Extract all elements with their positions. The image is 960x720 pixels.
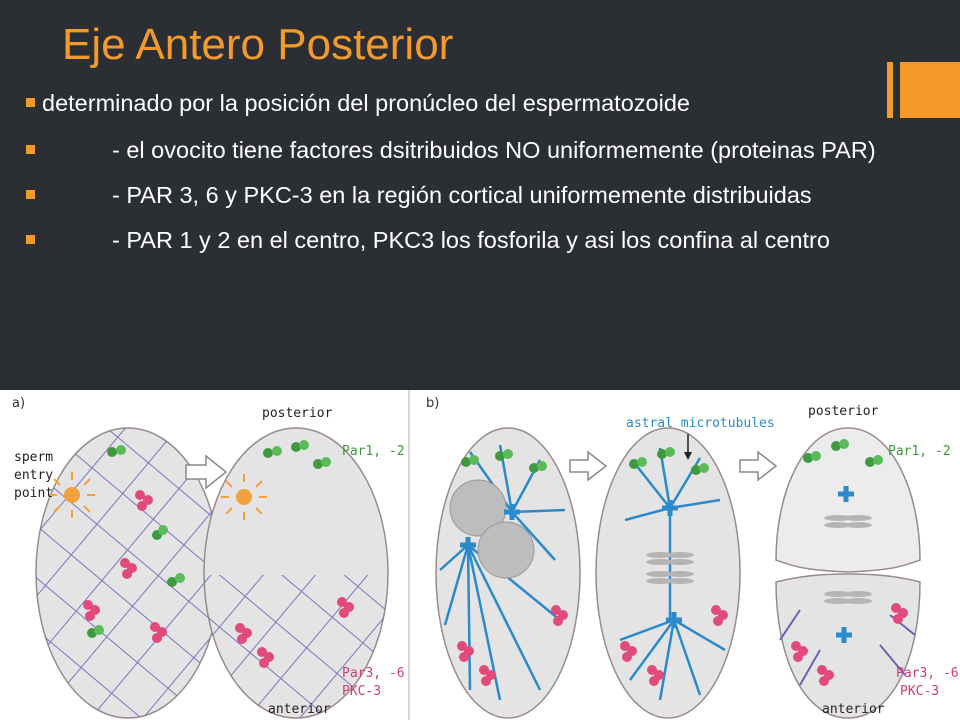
bullet-text: - el ovocito tiene factores dsitribuidos… [112,137,876,163]
posterior-label: posterior [808,404,879,419]
bullet-item: - PAR 3, 6 y PKC-3 en la región cortical… [22,180,952,211]
anterior-label: anterior [268,702,331,717]
bullet-item: - el ovocito tiene factores dsitribuidos… [22,135,952,166]
right-arrow-icon [569,450,608,482]
sperm-label-line: point [14,486,54,501]
right-arrow-icon [185,454,228,490]
par-protein-dots [457,449,568,686]
astral-microtubules-label: astral microtubules [626,416,775,431]
par3-label: Par3, -6 [342,666,405,681]
sperm-label-line: entry [14,468,54,483]
dividing-embryo-cell [775,573,921,719]
par-protein-dots [791,439,908,686]
par1-label: Par1, -2 [342,444,405,459]
pkc3-label: PKC-3 [900,684,940,699]
sperm-label-line: sperm [14,450,54,465]
bullet-square-icon [26,145,35,154]
embryo-illustration [35,427,921,719]
embryo-figure: a) sperm entry point posterior Par1, -2 … [0,390,960,720]
par1-label: Par1, -2 [888,444,951,459]
bullet-text: - PAR 1 y 2 en el centro, PKC3 los fosfo… [112,227,830,253]
sperm-pronucleus-icon [49,472,95,518]
bullet-list: determinado por la posición del pronúcle… [22,88,952,270]
posterior-label: posterior [262,406,333,421]
bullet-square-icon [26,98,35,107]
bullet-text: determinado por la posición del pronúcle… [42,90,690,116]
panel-a-label: a) [12,396,26,411]
par-protein-dots [235,440,354,668]
right-arrow-icon [739,450,778,482]
panel-b-label: b) [426,396,440,411]
bullet-square-icon [26,190,35,199]
sperm-pronucleus-icon [221,474,267,520]
pkc3-label: PKC-3 [342,684,382,699]
decorative-block [900,62,960,118]
bullet-square-icon [26,235,35,244]
bullet-item: determinado por la posición del pronúcle… [22,88,952,119]
bullet-item: - PAR 1 y 2 en el centro, PKC3 los fosfo… [22,225,952,256]
par-protein-dots [620,447,728,686]
par3-label: Par3, -6 [896,666,959,681]
bullet-text: - PAR 3, 6 y PKC-3 en la región cortical… [112,182,812,208]
anterior-label: anterior [822,702,885,717]
par-protein-dots [83,445,185,643]
panel-divider [408,390,410,720]
decorative-bar [887,62,893,118]
slide-title: Eje Antero Posterior [62,20,454,69]
